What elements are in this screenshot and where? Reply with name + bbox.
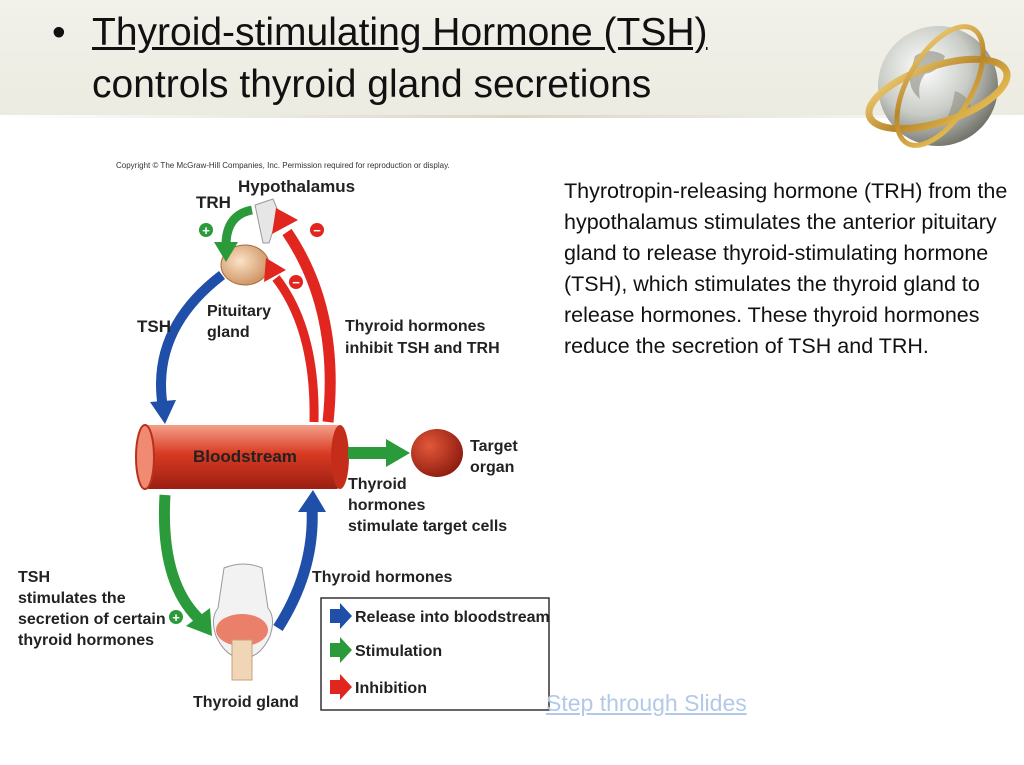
minus-sign-upper bbox=[310, 223, 324, 237]
tsh-release-arrow bbox=[156, 271, 226, 409]
legend-release-arrow bbox=[330, 603, 352, 629]
stim-label-3: stimulate target cells bbox=[348, 518, 507, 535]
legend-release-label: Release into bloodstream bbox=[355, 609, 550, 626]
bloodstream-tube bbox=[145, 425, 340, 489]
legend-stimulation-arrow bbox=[330, 637, 352, 663]
pituitary-label-2: gland bbox=[207, 324, 250, 341]
tsh-stimulation-arrowhead bbox=[186, 608, 212, 636]
title-bullet: • bbox=[52, 11, 66, 54]
thyroid-lobes bbox=[216, 614, 268, 646]
tsh-stim-label-1: TSH bbox=[18, 569, 50, 586]
title-band bbox=[0, 0, 1024, 118]
stim-label-1: Thyroid bbox=[348, 476, 407, 493]
minus-sign-lower bbox=[289, 275, 303, 289]
pituitary-label-1: Pituitary bbox=[207, 303, 271, 320]
title-line-1: Thyroid-stimulating Hormone (TSH) bbox=[92, 11, 708, 54]
thyroid-release-arrowhead bbox=[298, 490, 326, 512]
legend-inhibition-arrow bbox=[330, 674, 352, 700]
trh-arrowhead bbox=[214, 242, 238, 262]
inhibit-label-1: Thyroid hormones bbox=[345, 318, 486, 335]
step-through-slides-link[interactable]: Step through Slides bbox=[546, 690, 747, 716]
target-label-1: Target bbox=[470, 438, 518, 455]
plus-sign-tsh-text: + bbox=[172, 610, 180, 625]
tsh-arrowhead bbox=[150, 400, 176, 424]
legend: Release into bloodstream Stimulation Inh… bbox=[320, 597, 550, 711]
copyright-note: Copyright © The McGraw-Hill Companies, I… bbox=[116, 161, 450, 170]
inhibition-arrowhead-inner bbox=[264, 258, 286, 282]
thyroid-hormones-label: Thyroid hormones bbox=[312, 569, 453, 586]
plus-sign-trh bbox=[199, 223, 213, 237]
globe-icon bbox=[865, 24, 1011, 148]
bloodstream-tube-end bbox=[135, 424, 155, 490]
inhibition-arrow-inner bbox=[272, 275, 319, 423]
stim-label-2: hormones bbox=[348, 497, 425, 514]
inhibition-arrowhead-outer bbox=[272, 208, 298, 234]
thyroid-gland-label: Thyroid gland bbox=[193, 694, 299, 711]
hypothalamus-label: Hypothalamus bbox=[238, 177, 355, 196]
inhibition-arrow-outer bbox=[282, 228, 336, 423]
target-label-2: organ bbox=[470, 459, 514, 476]
minus-sign-upper-text: − bbox=[313, 223, 321, 238]
tsh-label-left: TSH bbox=[137, 317, 171, 336]
inhibit-label-2: inhibit TSH and TRH bbox=[345, 340, 500, 357]
bloodstream-tube-opening bbox=[331, 425, 349, 489]
tsh-stim-label-2: stimulates the bbox=[18, 590, 126, 607]
bloodstream-label: Bloodstream bbox=[193, 447, 297, 466]
tsh-stimulation-arrow bbox=[158, 494, 203, 622]
legend-stimulation-label: Stimulation bbox=[355, 643, 442, 660]
plus-sign-tsh bbox=[169, 610, 183, 624]
description-text: Thyrotropin-releasing hormone (TRH) from… bbox=[564, 179, 1008, 358]
plus-sign-trh-text: + bbox=[202, 223, 210, 238]
thyroid-release-arrow bbox=[273, 507, 318, 631]
title-line-2: controls thyroid gland secretions bbox=[92, 63, 652, 106]
legend-inhibition-label: Inhibition bbox=[355, 680, 427, 697]
trachea bbox=[231, 639, 253, 681]
tsh-stim-label-4: thyroid hormones bbox=[18, 632, 154, 649]
target-organ bbox=[411, 429, 463, 477]
tsh-stim-label-3: secretion of certain bbox=[18, 611, 166, 628]
target-arrowhead bbox=[386, 439, 410, 467]
trh-label: TRH bbox=[196, 193, 231, 212]
legend-box bbox=[320, 597, 550, 711]
minus-sign-lower-text: − bbox=[292, 275, 300, 290]
thyroid-feedback-diagram: Copyright © The McGraw-Hill Companies, I… bbox=[18, 161, 550, 711]
